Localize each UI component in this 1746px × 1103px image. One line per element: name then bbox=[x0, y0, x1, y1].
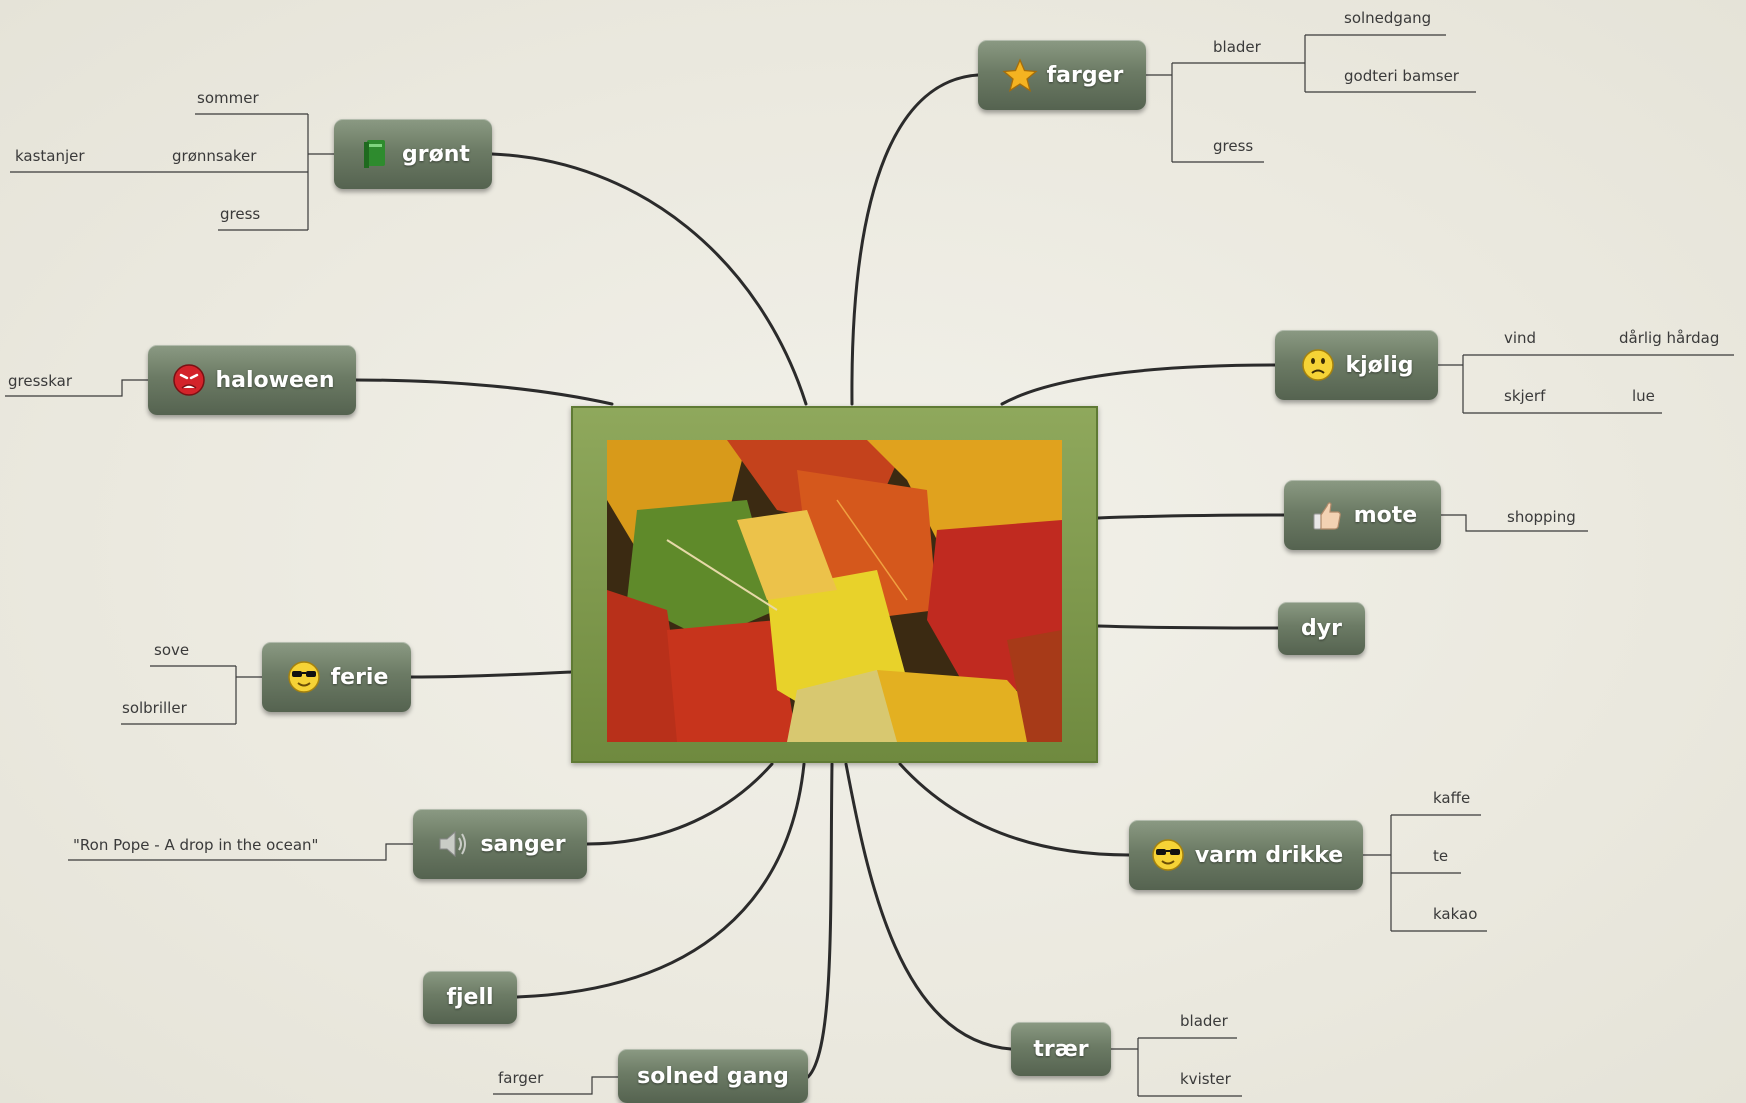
topic-label: mote bbox=[1353, 502, 1418, 528]
subtopic-gronnsaker[interactable]: grønnsaker bbox=[172, 147, 257, 165]
sub-lines-sanger bbox=[68, 843, 413, 861]
autumn-leaves-photo bbox=[607, 440, 1062, 742]
topic-label: sanger bbox=[480, 831, 566, 857]
branch-gront bbox=[490, 152, 808, 406]
sub-lines-traer bbox=[1111, 1037, 1242, 1097]
subtopic-blader[interactable]: blader bbox=[1213, 38, 1261, 56]
thumbs-up-icon bbox=[1308, 496, 1346, 534]
branch-ferie bbox=[409, 670, 573, 679]
topic-label: trær bbox=[1033, 1036, 1089, 1062]
topic-label: grønt bbox=[402, 141, 470, 167]
branch-mote bbox=[1096, 513, 1286, 520]
angry-face-icon bbox=[170, 361, 208, 399]
sub-lines-haloween bbox=[5, 379, 148, 397]
subtopic-kaffe[interactable]: kaffe bbox=[1433, 789, 1471, 807]
branch-farger bbox=[850, 73, 980, 406]
topic-label: kjølig bbox=[1345, 352, 1414, 378]
subtopic-darlig-hardag[interactable]: dårlig hårdag bbox=[1619, 329, 1720, 347]
sub-lines-kjolig bbox=[1438, 354, 1734, 414]
topic-label: farger bbox=[1046, 62, 1124, 88]
topic-varm-drikke[interactable]: varm drikke bbox=[1129, 820, 1363, 890]
sub-lines-solnedgang bbox=[493, 1076, 618, 1095]
sub-lines-ferie bbox=[121, 665, 262, 725]
sad-face-icon bbox=[1299, 346, 1337, 384]
subtopic-te[interactable]: te bbox=[1433, 847, 1449, 865]
subtopic-solnedgang[interactable]: solnedgang bbox=[1344, 9, 1432, 27]
topic-fjell[interactable]: fjell bbox=[423, 971, 517, 1024]
subtopic-solbriller[interactable]: solbriller bbox=[122, 699, 187, 717]
topic-label: haloween bbox=[215, 367, 335, 393]
branch-haloween bbox=[354, 378, 614, 406]
branch-varm bbox=[898, 762, 1131, 857]
star-icon bbox=[1001, 56, 1039, 94]
subtopic-gress[interactable]: gress bbox=[1213, 137, 1254, 155]
topic-mote[interactable]: mote bbox=[1284, 480, 1441, 550]
subtopic-song[interactable]: "Ron Pope - A drop in the ocean" bbox=[73, 836, 319, 854]
subtopic-farger[interactable]: farger bbox=[498, 1069, 544, 1087]
topic-ferie[interactable]: ferie bbox=[262, 642, 411, 712]
subtopic-kvister[interactable]: kvister bbox=[1180, 1070, 1231, 1088]
sub-lines-varm bbox=[1363, 814, 1487, 932]
subtopic-sommer[interactable]: sommer bbox=[197, 89, 259, 107]
sunglasses-face-icon bbox=[285, 658, 323, 696]
topic-label: solned gang bbox=[637, 1063, 789, 1089]
sub-lines-farger bbox=[1146, 34, 1476, 163]
subtopic-kakao[interactable]: kakao bbox=[1433, 905, 1478, 923]
sunglasses-face-icon bbox=[1149, 836, 1187, 874]
sub-lines-mote bbox=[1441, 514, 1588, 532]
subtopic-blader[interactable]: blader bbox=[1180, 1012, 1228, 1030]
topic-label: fjell bbox=[446, 985, 494, 1010]
topic-gront[interactable]: grønt bbox=[334, 119, 492, 189]
subtopic-sove[interactable]: sove bbox=[154, 641, 190, 659]
speaker-icon bbox=[434, 825, 472, 863]
branch-traer bbox=[844, 762, 1013, 1051]
topic-label: ferie bbox=[330, 664, 389, 690]
central-topic-image[interactable] bbox=[571, 406, 1098, 763]
subtopic-shopping[interactable]: shopping bbox=[1507, 508, 1576, 526]
topic-traer[interactable]: trær bbox=[1011, 1022, 1111, 1076]
topic-dyr[interactable]: dyr bbox=[1278, 602, 1365, 655]
subtopic-gresskar[interactable]: gresskar bbox=[8, 372, 72, 390]
topic-label: varm drikke bbox=[1194, 842, 1344, 868]
branch-dyr bbox=[1096, 624, 1280, 630]
branch-fjell bbox=[515, 762, 806, 999]
subtopic-skjerf[interactable]: skjerf bbox=[1504, 387, 1546, 405]
topic-solned-gang[interactable]: solned gang bbox=[618, 1049, 808, 1103]
topic-farger[interactable]: farger bbox=[978, 40, 1146, 110]
green-book-icon bbox=[356, 135, 394, 173]
topic-sanger[interactable]: sanger bbox=[413, 809, 587, 879]
subtopic-godteri-bamser[interactable]: godteri bamser bbox=[1344, 67, 1459, 85]
subtopic-gress[interactable]: gress bbox=[220, 205, 261, 223]
sub-lines-gront bbox=[10, 113, 334, 231]
subtopic-lue[interactable]: lue bbox=[1632, 387, 1655, 405]
topic-kjolig[interactable]: kjølig bbox=[1275, 330, 1438, 400]
branch-sanger bbox=[585, 762, 774, 846]
branch-solnedgang bbox=[806, 762, 834, 1079]
topic-haloween[interactable]: haloween bbox=[148, 345, 356, 415]
topic-label: dyr bbox=[1301, 616, 1342, 641]
branch-kjolig bbox=[1000, 363, 1277, 406]
subtopic-vind[interactable]: vind bbox=[1504, 329, 1537, 347]
subtopic-kastanjer[interactable]: kastanjer bbox=[15, 147, 85, 165]
